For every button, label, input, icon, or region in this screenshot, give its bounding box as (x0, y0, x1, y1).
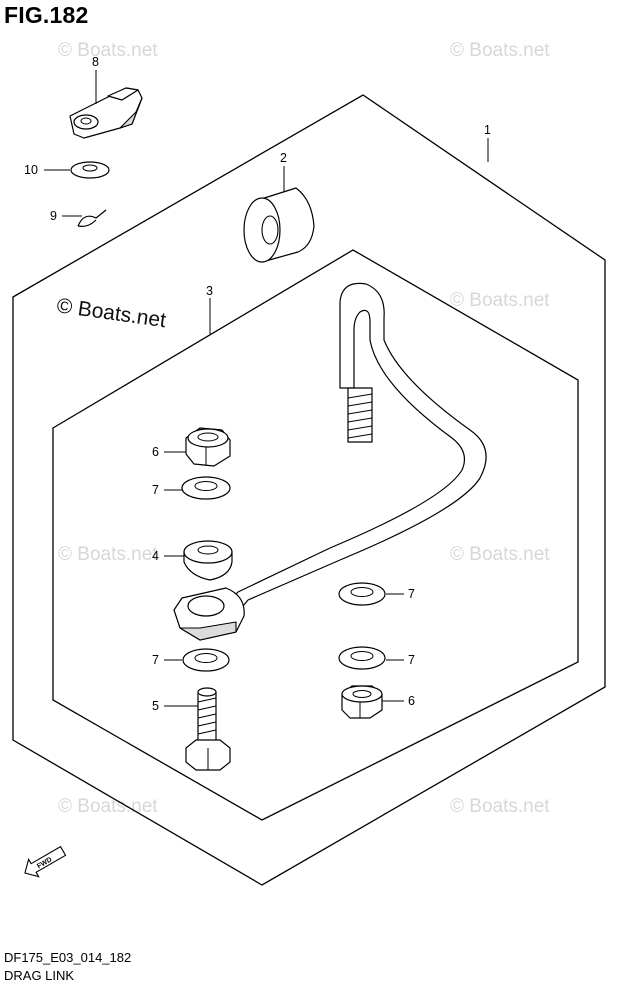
watermark-text: © Boats.net (58, 40, 158, 61)
callout-7-right-lower: 7 (408, 653, 415, 667)
washer-right-upper-part (338, 582, 386, 606)
washer-left-lower-part (182, 648, 230, 672)
washer-small-part (70, 161, 110, 179)
callout-7-right-upper: 7 (408, 587, 415, 601)
callout-5: 5 (152, 699, 159, 713)
callout-8: 8 (92, 55, 99, 69)
nut-lower-part (341, 685, 383, 719)
figure-title: FIG.182 (4, 2, 89, 28)
cotter-pin-part (77, 209, 107, 227)
callout-2: 2 (280, 151, 287, 165)
drag-link-rod-part (173, 282, 487, 641)
callout-6-upper: 6 (152, 445, 159, 459)
callout-7-left-lower: 7 (152, 653, 159, 667)
callout-6-lower: 6 (408, 694, 415, 708)
callout-9: 9 (50, 209, 57, 223)
bolt-thread-lines (197, 697, 217, 735)
callout-10: 10 (24, 163, 38, 177)
collar-bush-part (183, 540, 233, 581)
callout-4: 4 (152, 549, 159, 563)
callout-labels: 8 10 9 2 1 3 6 7 4 7 7 7 5 6 (24, 55, 491, 713)
callout-3: 3 (206, 284, 213, 298)
washer-right-lower-part (338, 646, 386, 670)
callout-7-upper: 7 (152, 483, 159, 497)
washer-upper-part (181, 476, 231, 500)
watermark-primary: © Boats.net (55, 294, 167, 332)
nut-upper-part (185, 427, 231, 467)
watermark-text: © Boats.net (450, 290, 550, 311)
diagram-code: DF175_E03_014_182 (4, 950, 132, 965)
kit-outline-outer (12, 94, 606, 886)
watermark-text: © Boats.net (450, 40, 550, 61)
watermark-text: © Boats.net (58, 796, 158, 817)
link-end-part (69, 87, 143, 139)
rod-thread-lines (347, 393, 373, 439)
watermark-layer: © Boats.net © Boats.net © Boats.net © Bo… (58, 40, 550, 817)
watermark-text: © Boats.net (58, 544, 158, 565)
callout-1: 1 (484, 123, 491, 137)
fwd-arrow-icon: FWD (24, 845, 67, 878)
leader-lines (44, 70, 489, 707)
bolt-part (185, 687, 231, 771)
diagram-caption: DRAG LINK (4, 968, 75, 983)
bushing-part (243, 187, 315, 263)
fwd-label: FWD (36, 856, 53, 870)
watermark-text: © Boats.net (450, 796, 550, 817)
watermark-text: © Boats.net (450, 544, 550, 565)
kit-outline-inner (52, 249, 579, 821)
